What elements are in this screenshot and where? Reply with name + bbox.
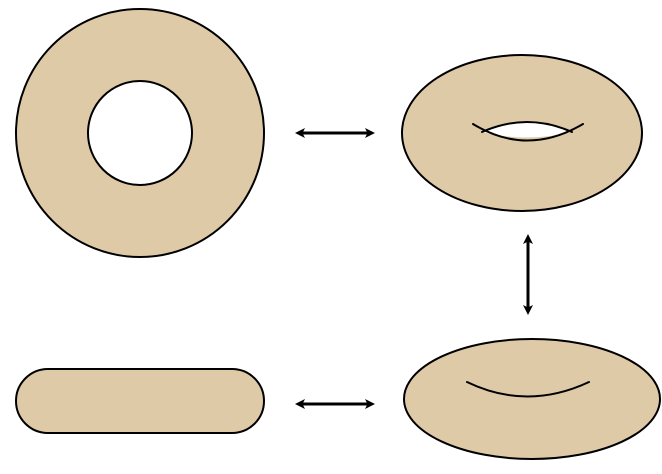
low-torus-inner-edge bbox=[466, 381, 590, 398]
annulus-shape bbox=[14, 8, 266, 258]
torus-side-low-view bbox=[403, 338, 661, 460]
torus-flattened-edge-view bbox=[15, 368, 265, 434]
tilted-torus-hole bbox=[482, 122, 572, 138]
tilted-torus-hole-upper-edge bbox=[481, 121, 573, 133]
torus-tilted-view bbox=[401, 54, 643, 212]
torus-top-view bbox=[14, 8, 266, 258]
low-torus-body bbox=[403, 338, 661, 460]
edge-on-torus-body bbox=[15, 368, 265, 434]
tilted-torus-inner-lower-edge bbox=[472, 123, 584, 142]
